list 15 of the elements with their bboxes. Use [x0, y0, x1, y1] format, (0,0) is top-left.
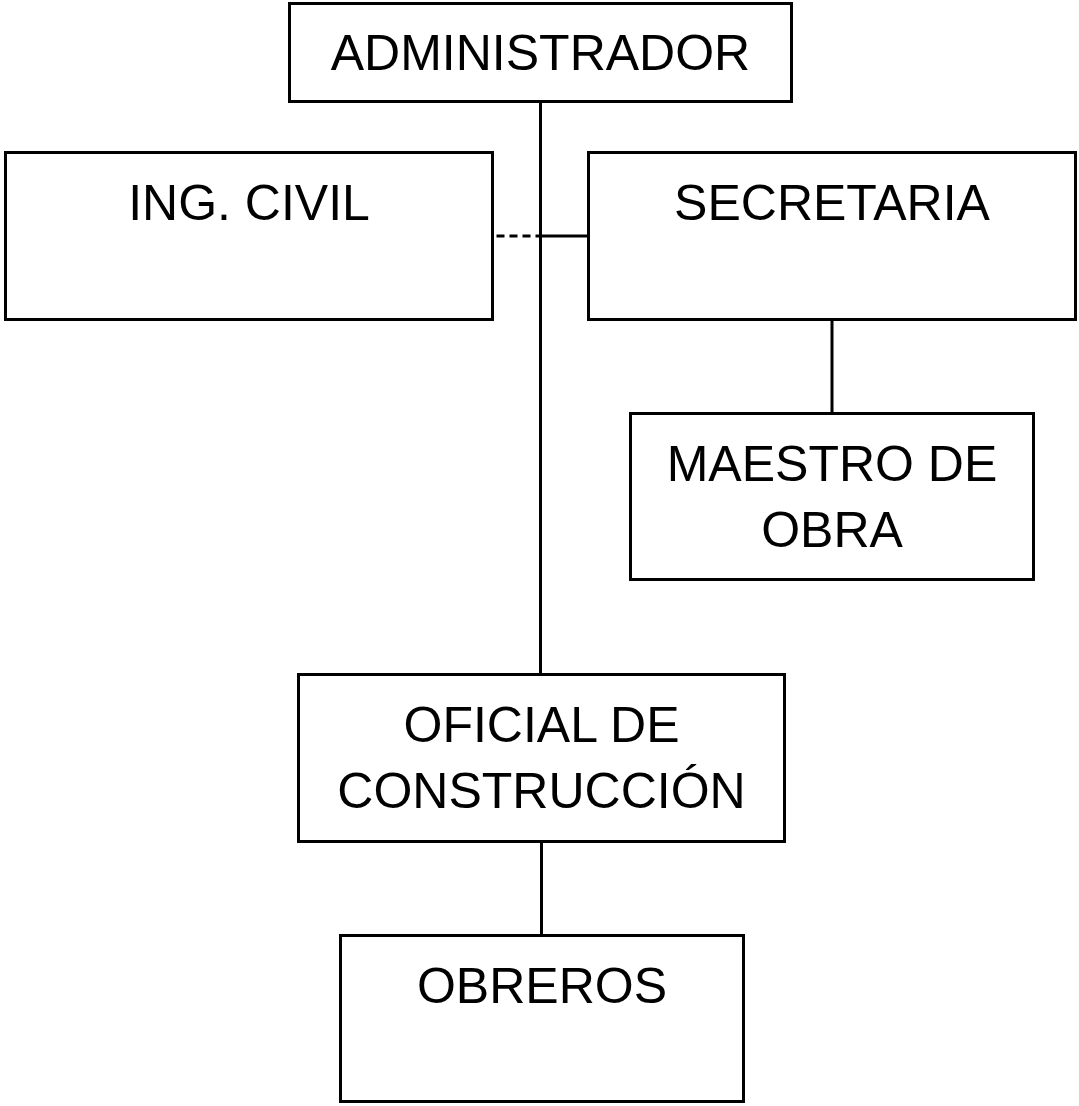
org-box	[297, 673, 786, 843]
box-title: ADMINISTRADOR	[330, 23, 751, 83]
box-title: MAESTRO DE OBRA	[665, 434, 999, 560]
org-box	[4, 151, 494, 321]
box-title: OFICIAL DE CONSTRUCCIÓN	[336, 696, 747, 821]
box-title: SECRETARIA	[674, 174, 990, 233]
connector-line	[540, 843, 543, 934]
box-title: OBREROS	[416, 957, 668, 1016]
org-box	[288, 2, 793, 103]
connector-line	[539, 103, 587, 238]
org-box	[629, 412, 1035, 581]
org-box	[587, 151, 1077, 321]
connector-line	[830, 321, 834, 412]
org-box	[339, 934, 745, 1103]
box-title: ING. CIVIL	[128, 174, 370, 233]
